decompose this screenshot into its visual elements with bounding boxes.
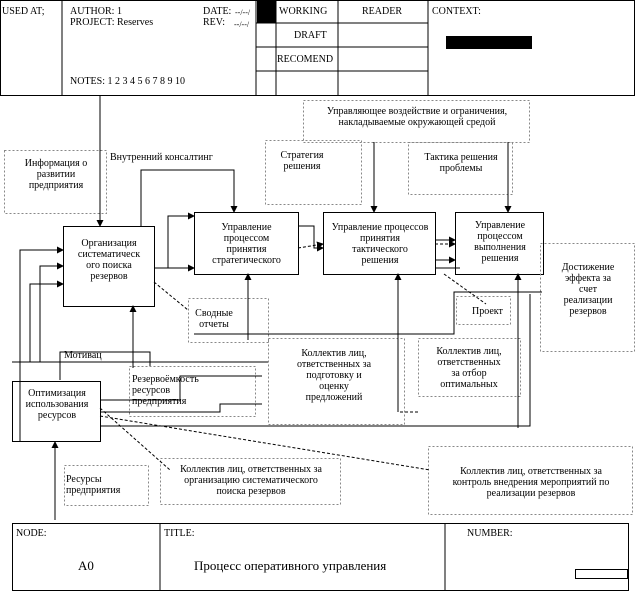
date-value: --/--/: [235, 8, 251, 17]
number-label: NUMBER:: [467, 528, 513, 539]
node-value: A0: [78, 558, 94, 573]
title-label: TITLE:: [164, 528, 195, 539]
node-label: NODE:: [16, 528, 47, 539]
label-consulting: Внутренний консалтинг: [110, 152, 213, 163]
number-box: [575, 569, 628, 579]
context-label: CONTEXT:: [432, 6, 481, 17]
status-working: WORKING: [279, 6, 328, 17]
working-marker: [257, 1, 276, 23]
rev-label: REV:: [203, 17, 226, 28]
title-value: Процесс оперативного управления: [194, 558, 387, 573]
rev-value: --/--/: [234, 20, 250, 29]
footer-frame: [12, 523, 629, 591]
status-recomend: RECOMEND: [277, 54, 334, 65]
reader-label: READER: [362, 6, 402, 17]
context-marker: [446, 36, 532, 49]
label-motivation: Мотивац: [64, 350, 102, 361]
author: AUTHOR: 1: [70, 6, 122, 17]
status-draft: DRAFT: [294, 30, 327, 41]
header-frame: [0, 0, 635, 96]
label-project: Проект: [472, 306, 503, 317]
notes: NOTES: 1 2 3 4 5 6 7 8 9 10: [70, 76, 185, 87]
date-label: DATE:: [203, 6, 232, 17]
label-environment: Управляющее воздействие и ограничения,на…: [326, 106, 508, 128]
project: PROJECT: Reserves: [70, 17, 154, 28]
used-at: USED AT;: [2, 6, 45, 17]
